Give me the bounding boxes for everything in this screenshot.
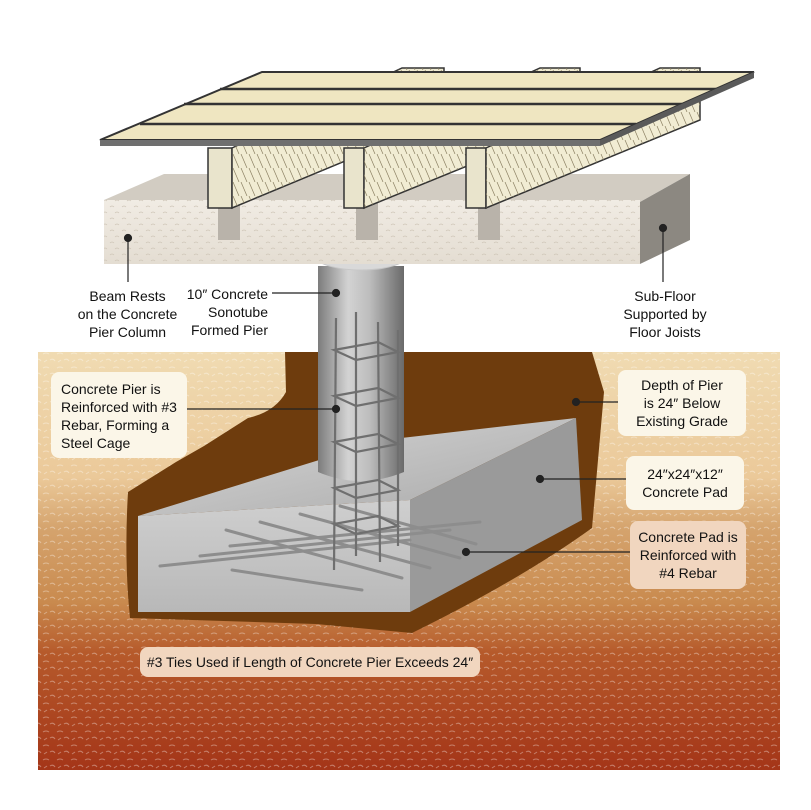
joist-shadows	[218, 202, 500, 240]
callout-pad-size: 24″x24″x12″ Concrete Pad	[626, 456, 744, 510]
sub-floor	[99, 71, 755, 146]
label-sub-floor: Sub-Floor Supported by Floor Joists	[623, 288, 707, 340]
callout-rebar-cage: Concrete Pier is Reinforced with #3 Reba…	[51, 372, 187, 458]
callout-pier-depth: Depth of Pier is 24″ Below Existing Grad…	[618, 370, 746, 436]
callout-pad-rebar: Concrete Pad is Reinforced with #4 Rebar	[630, 521, 746, 589]
rebar-cage	[330, 312, 402, 571]
label-sonotube-pier: 10″ Concrete Sonotube Formed Pier	[186, 286, 268, 338]
callout-ties: #3 Ties Used if Length of Concrete Pier …	[140, 647, 480, 677]
leader-lines	[123, 223, 668, 557]
label-beam-rests: Beam Rests on the Concrete Pier Column	[77, 288, 178, 340]
